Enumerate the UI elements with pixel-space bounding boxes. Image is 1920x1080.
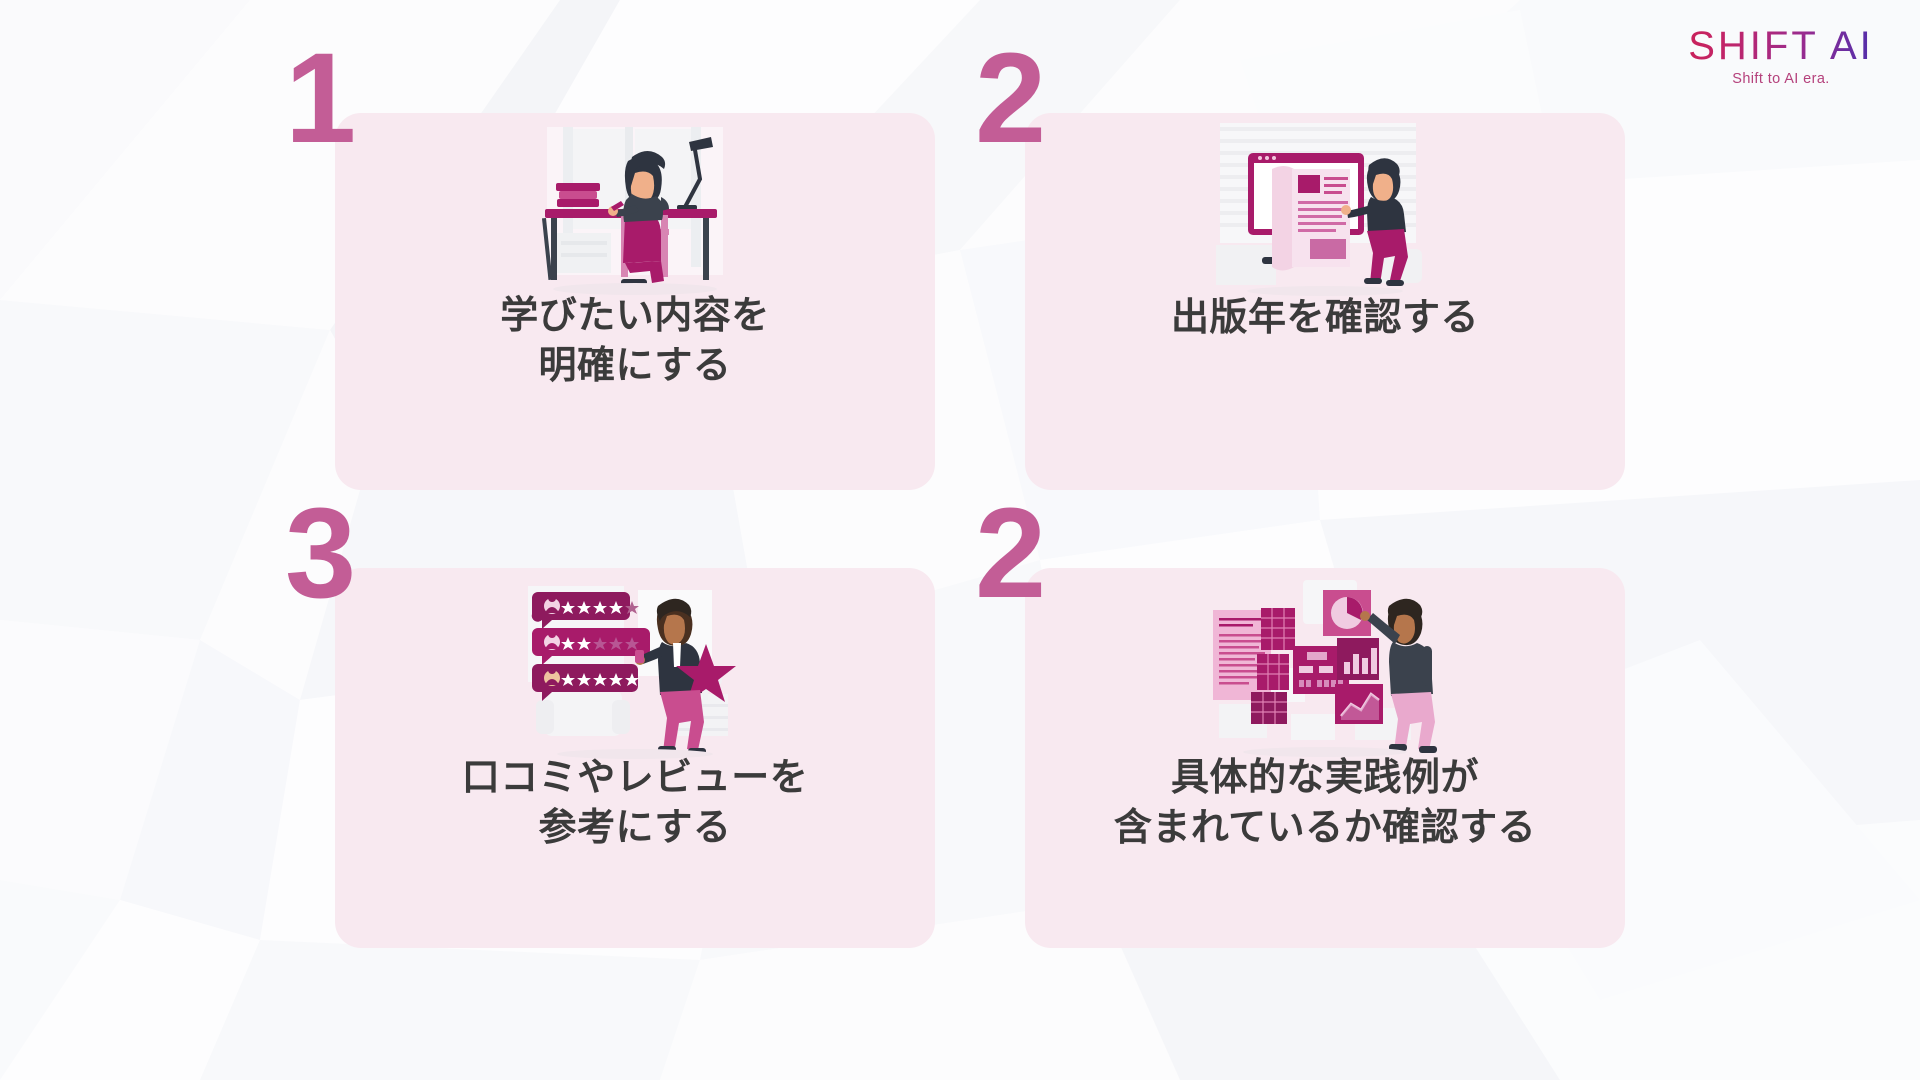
logo-tagline: Shift to AI era.: [1732, 71, 1830, 87]
caption-line-1: 口コミやレビューを: [461, 757, 809, 799]
step-caption-2: 出版年を確認する: [1025, 293, 1625, 343]
step-number-3: 3: [285, 482, 356, 625]
caption-line-2: 含まれているか確認する: [1113, 807, 1537, 850]
step-number-1: 1: [285, 27, 356, 170]
step-caption-4: 具体的な実践例が 含まれているか確認する: [1025, 753, 1625, 853]
caption-line-1: 具体的な実践例が: [1170, 757, 1479, 799]
person-with-review-ratings-icon: [510, 572, 760, 762]
caption-line-1: 学びたい内容を: [500, 295, 770, 337]
step-card-3[interactable]: 3: [285, 490, 935, 948]
step-number-2: 2: [975, 27, 1046, 170]
step-card-1[interactable]: 1: [285, 35, 935, 490]
step-card-4[interactable]: 2: [975, 490, 1625, 948]
caption-line-1: 出版年を確認する: [1170, 297, 1479, 339]
person-with-data-charts-icon: [1195, 572, 1455, 762]
person-studying-at-desk-icon: [485, 117, 785, 307]
step-caption-3: 口コミやレビューを 参考にする: [335, 753, 935, 853]
caption-line-2: 明確にする: [538, 345, 732, 388]
step-caption-1: 学びたい内容を 明確にする: [335, 291, 935, 391]
caption-line-2: 参考にする: [538, 807, 732, 850]
step-card-2[interactable]: 2: [975, 35, 1625, 490]
logo-wordmark: SHIFT AI: [1666, 26, 1896, 66]
person-reviewing-document-on-monitor-icon: [1200, 117, 1450, 307]
step-number-4: 2: [975, 482, 1046, 625]
brand-logo: SHIFT AI Shift to AI era.: [1666, 26, 1896, 87]
